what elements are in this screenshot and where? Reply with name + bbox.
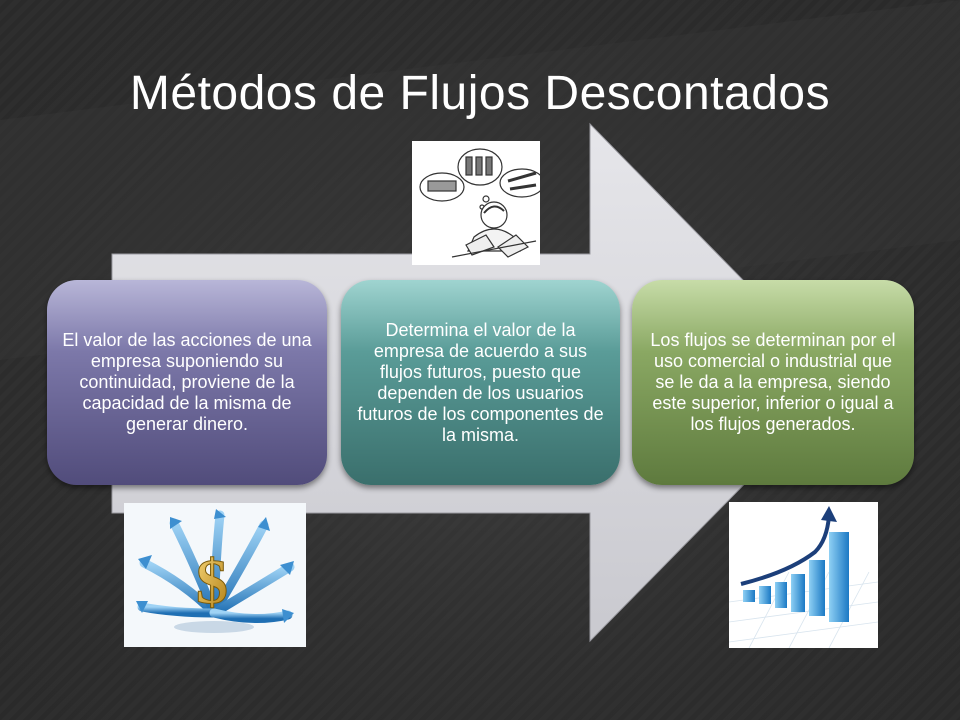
growth-chart-image: [729, 502, 878, 648]
dollar-arrows-icon: $: [124, 503, 306, 647]
thinking-man-image: [412, 141, 540, 265]
step-text-3: Los flujos se determinan por el uso come…: [650, 330, 896, 434]
step-box-3: Los flujos se determinan por el uso come…: [632, 280, 914, 485]
dollar-arrows-image: $: [124, 503, 306, 647]
growth-chart-icon: [729, 502, 878, 648]
step-box-1: El valor de las acciones de una empresa …: [47, 280, 327, 485]
step-text-1: El valor de las acciones de una empresa …: [62, 330, 312, 434]
step-text-2: Determina el valor de la empresa de acue…: [357, 319, 604, 445]
thinking-man-icon: [419, 148, 540, 258]
step-box-2: Determina el valor de la empresa de acue…: [341, 280, 620, 485]
svg-text:$: $: [196, 546, 228, 617]
slide-title: Métodos de Flujos Descontados: [129, 67, 831, 121]
